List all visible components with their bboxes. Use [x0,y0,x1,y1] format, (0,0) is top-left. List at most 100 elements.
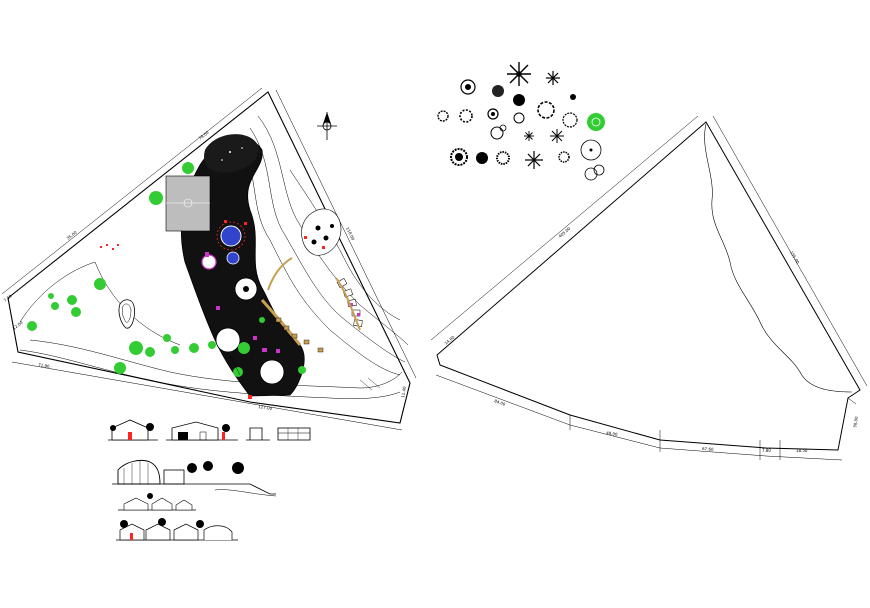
green-tree-group [27,162,306,377]
court-center-circle [183,198,193,208]
topo-boundary [436,121,861,451]
tree-symbol-icon [145,347,155,357]
tree-symbol-icon [437,110,449,122]
walkway [267,257,293,291]
tree-symbol-icon [71,307,81,317]
plant-symbol-library [437,62,605,181]
river-edge [704,123,853,393]
elevation [166,421,238,441]
elevation [116,518,238,541]
dimension-label: 48.00 [606,430,619,437]
tree-symbol-icon [120,520,128,528]
tree-symbol-icon [584,167,598,181]
building [322,246,325,249]
tree-symbol-icon [315,225,321,231]
contour-line [29,339,403,389]
slope-line [229,354,241,376]
palm-symbol-icon [525,151,543,169]
tree-symbol-icon [465,84,471,90]
lake-inner [121,303,132,323]
topo-dimension-line [430,115,699,341]
red-marker-group [100,244,119,250]
slope-line [359,379,373,391]
topo-dimension-line [712,115,868,387]
roundabout [201,254,217,270]
wooded-speckle [221,159,223,161]
tree-symbol-icon [51,302,59,310]
tree-symbol-icon [171,346,179,354]
dimension-line-south [11,361,403,431]
cabin [317,347,324,353]
sports-court [165,175,211,232]
cabin-area-north-contents [304,224,334,249]
dimension-label: 127.00 [258,404,273,411]
marker [100,246,102,248]
north-arrow-icon [317,112,337,140]
cabin [303,339,310,345]
tree-symbol-icon [499,124,507,132]
dimension-label: 155.00 [789,250,801,265]
tree-symbol-icon [189,343,199,353]
tree-symbol-icon [182,162,194,174]
contour-line [19,261,181,346]
topo-dimension-tick [847,397,857,405]
dimension-label: 84.00 [494,398,507,407]
elevation [108,419,158,441]
tree-symbol-icon [114,362,126,374]
dimension-label: 14.00 [443,334,455,345]
contour-line [289,169,401,321]
tree-symbol-icon [110,425,116,431]
cabin-row-walkway [275,317,324,353]
dimension-label: 18.50 [796,448,808,453]
tree-symbol-icon [450,148,468,166]
dimension-label: 67.60 [702,446,714,452]
tree-symbol-icon [94,278,106,290]
tree-symbol-icon [570,94,576,100]
tree-symbol-icon [589,148,593,152]
dimension-label: 12.00 [12,320,24,331]
tree-symbol-icon [238,342,250,354]
building [205,252,209,257]
palm-symbol-icon [546,71,560,85]
building [304,236,307,239]
pond-ring [216,221,246,251]
tree-symbol-icon [232,462,244,474]
tree-symbol-icon [591,117,601,127]
wooded-speckle [229,151,231,153]
tree-symbol-icon [323,235,329,241]
elevation-drawings [108,419,311,541]
tree-symbol-icon [222,424,230,432]
tree-symbol-icon [196,520,204,528]
tree-symbol-icon [330,224,334,228]
contour-line [239,139,401,376]
lower-plaza [215,327,241,353]
slope-line [367,377,381,389]
marker [117,244,119,246]
tree-symbol-icon [580,139,602,161]
building [253,336,257,340]
contour-line [19,349,401,399]
cabin [336,278,348,288]
site-boundary [7,91,411,424]
tree-symbol-icon [311,239,317,245]
pond [226,251,240,265]
tree-symbol-icon [129,341,143,355]
tree-symbol-icon [558,151,570,163]
tree-symbol-icon [298,366,306,374]
tree-symbol-icon [146,423,154,431]
cabin [275,317,282,323]
contour-line [249,127,406,363]
building-marker [244,222,247,225]
palm-symbol-icon [524,131,534,141]
tree-symbol-icon [487,108,499,120]
elevation [118,493,196,511]
dimension-label: 30.00 [852,416,859,429]
tree-symbol-icon [587,113,605,131]
wooded-speckle [241,147,243,149]
tree-symbol-icon [187,463,197,473]
wooded-area [204,134,259,173]
tree-symbol-icon [593,164,605,176]
developed-zone [180,139,305,397]
tree-symbol-icon [455,153,463,161]
tree-symbol-icon [513,94,525,106]
